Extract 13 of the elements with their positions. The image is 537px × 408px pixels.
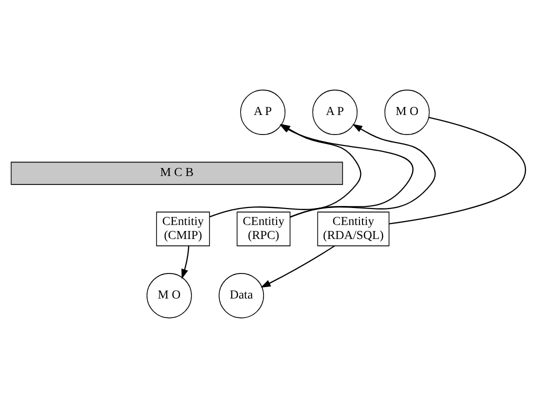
- node-box: CEntitiy (RPC): [236, 212, 290, 246]
- arrow: [260, 245, 336, 288]
- node-circle: M O: [384, 90, 430, 135]
- node-circle: A P: [240, 90, 286, 135]
- node-box: CEntitiy (RDA/SQL): [317, 212, 390, 246]
- connector: [389, 116, 526, 224]
- node-box: CEntitiy (CMIP): [156, 212, 210, 246]
- node-circle: Data: [218, 273, 264, 318]
- node-circle: M O: [146, 273, 192, 318]
- node-circle: A P: [312, 90, 358, 135]
- node-box: M C B: [10, 162, 343, 185]
- arrow: [290, 124, 436, 218]
- arrow: [181, 246, 190, 280]
